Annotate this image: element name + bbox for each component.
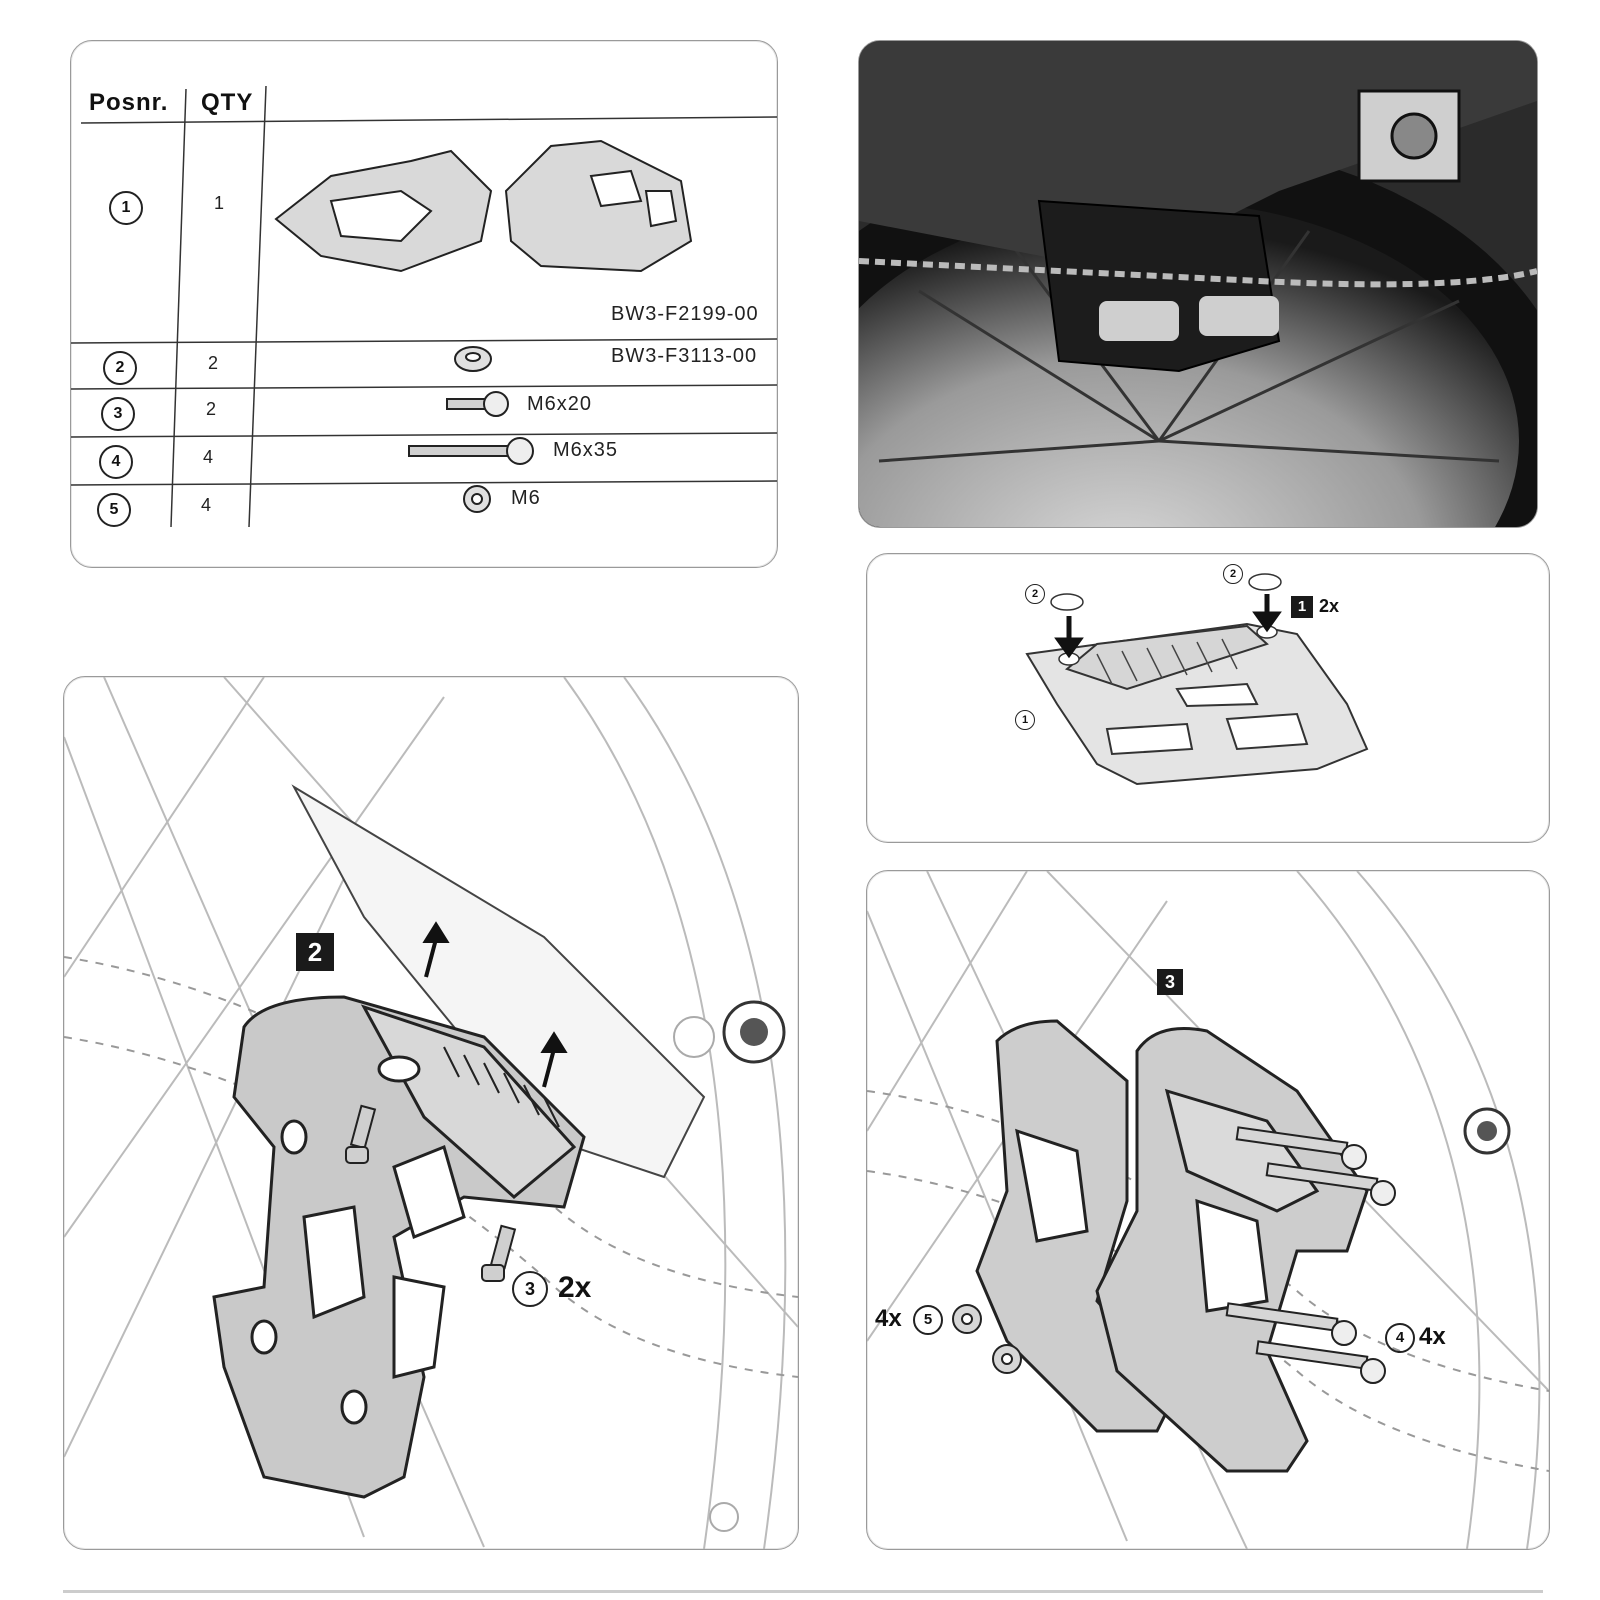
row-4-pos: 4 — [99, 445, 133, 479]
header-posnr: Posnr. — [89, 89, 169, 116]
step-1-multiplier: 2x — [1319, 596, 1340, 616]
page-divider — [63, 1590, 1543, 1593]
step-3-bolt-multiplier: 4x — [1419, 1323, 1446, 1350]
step-1-callout-guide: 1 — [1015, 710, 1035, 730]
step-3-callout-nut: 5 — [913, 1305, 943, 1335]
step-3-illustration — [867, 871, 1549, 1549]
step-2-panel: 2 3 2x — [63, 676, 799, 1550]
washer-drawing — [454, 346, 492, 372]
row-3-size: M6x20 — [527, 393, 593, 415]
step-3-nut-multiplier: 4x — [875, 1305, 902, 1332]
row-1-code: BW3-F2199-00 — [611, 303, 759, 325]
parts-table-panel: Posnr. QTY 1 1 BW3-F2199-00 2 2 BW3-F311… — [70, 40, 778, 568]
header-qty: QTY — [201, 89, 254, 116]
step-1-illustration — [1025, 573, 1369, 786]
row-3-qty: 2 — [206, 399, 217, 419]
step-2-illustration — [64, 677, 798, 1549]
step-1-callout-washer-b: 2 — [1223, 564, 1243, 584]
row-2-code: BW3-F3113-00 — [611, 345, 758, 367]
row-5-qty: 4 — [201, 495, 212, 515]
step-2-number: 2 — [296, 933, 334, 971]
step-3-panel: 3 4 4x 5 4x — [866, 870, 1550, 1550]
row-5-pos: 5 — [97, 493, 131, 527]
row-4-size: M6x35 — [553, 439, 619, 461]
photo-illustration — [859, 41, 1537, 527]
step-3-number: 3 — [1157, 969, 1183, 995]
row-3-pos: 3 — [101, 397, 135, 431]
row-1-qty: 1 — [214, 193, 225, 213]
table-grid — [71, 85, 777, 528]
row-4-qty: 4 — [203, 447, 214, 467]
chain-guide-drawing — [274, 139, 693, 273]
step-2-multiplier: 2x — [558, 1271, 592, 1304]
bolt-m6x35-drawing — [408, 437, 534, 465]
row-5-size: M6 — [511, 487, 541, 509]
bolt-m6x20-drawing — [446, 391, 509, 417]
step-1-callout-washer-a: 2 — [1025, 584, 1045, 604]
row-1-pos: 1 — [109, 191, 143, 225]
row-2-qty: 2 — [208, 353, 219, 373]
step-1-number: 1 — [1291, 596, 1313, 618]
step-2-callout-bolt: 3 — [512, 1271, 548, 1307]
row-2-pos: 2 — [103, 351, 137, 385]
step-3-callout-bolt: 4 — [1385, 1323, 1415, 1353]
nut-m6-drawing — [463, 485, 491, 513]
installed-chain-guide-photo — [858, 40, 1538, 528]
step-1-panel: 2 2 1 1 2x — [866, 553, 1550, 843]
